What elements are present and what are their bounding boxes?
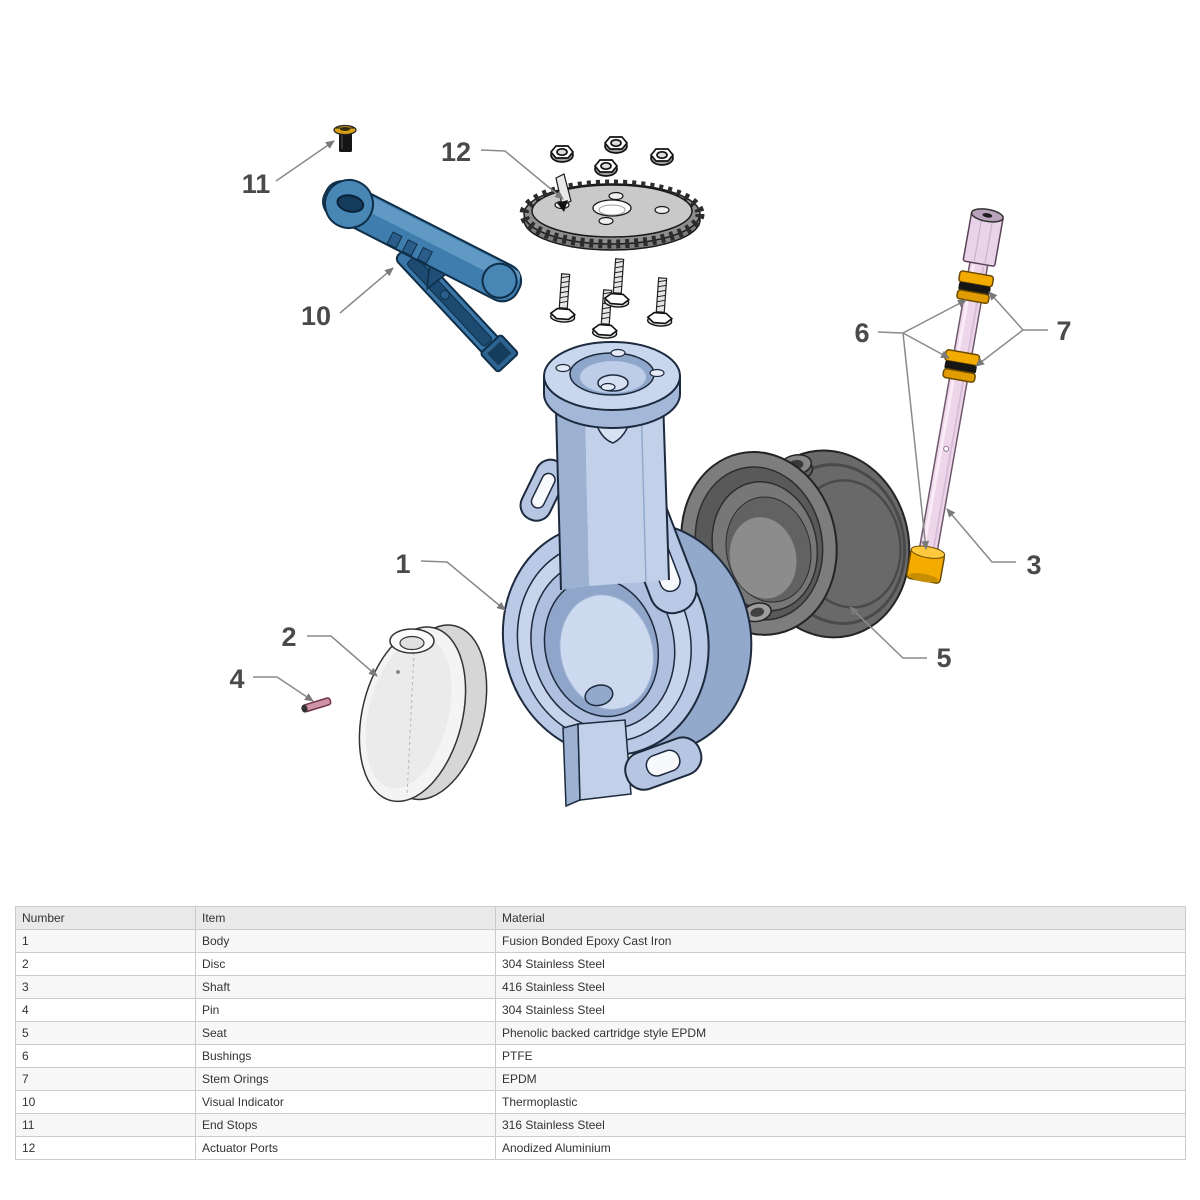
end-stop-screw-part (333, 124, 357, 152)
callout-label-11: 11 (242, 169, 271, 199)
callout-label-7: 7 (1056, 316, 1071, 346)
callout-line-6b (902, 332, 950, 359)
callout-labels: 1 2 3 4 5 6 7 10 11 12 (229, 137, 1071, 694)
cell-item: Disc (195, 952, 496, 976)
table-row: 12 Actuator Ports Anodized Aluminium (15, 1136, 1186, 1160)
callout-line-1 (420, 560, 506, 611)
col-header-material: Material (495, 906, 1186, 930)
callout-line-2 (307, 635, 378, 677)
callout-label-10: 10 (301, 301, 331, 331)
cell-item: End Stops (195, 1113, 496, 1137)
cell-item: Seat (195, 1021, 496, 1045)
callout-label-2: 2 (281, 622, 296, 652)
cell-item: Visual Indicator (195, 1090, 496, 1114)
table-row: 4 Pin 304 Stainless Steel (15, 998, 1186, 1022)
pin-part (301, 697, 332, 713)
callout-label-12: 12 (441, 137, 471, 167)
cell-item: Stem Orings (195, 1067, 496, 1091)
callout-label-5: 5 (936, 643, 951, 673)
cell-number: 11 (15, 1113, 196, 1137)
callout-line-6c (902, 332, 930, 550)
visual-indicator-handle-part (322, 179, 523, 373)
hex-nuts-part (549, 136, 675, 177)
cell-material: PTFE (495, 1044, 1186, 1068)
cell-number: 12 (15, 1136, 196, 1160)
col-header-item: Item (195, 906, 496, 930)
callout-line-3 (946, 508, 1016, 563)
parts-table: Number Item Material 1 Body Fusion Bonde… (15, 906, 1186, 1160)
bushing-upper-part (956, 270, 995, 305)
col-header-number: Number (15, 906, 196, 930)
cell-item: Body (195, 929, 496, 953)
cell-material: 304 Stainless Steel (495, 952, 1186, 976)
callout-line-4 (253, 676, 314, 702)
exploded-view-diagram: 1 2 3 4 5 6 7 10 11 12 (229, 124, 1072, 808)
callout-label-4: 4 (229, 664, 244, 694)
cell-number: 10 (15, 1090, 196, 1114)
table-row: 1 Body Fusion Bonded Epoxy Cast Iron (15, 929, 1186, 953)
callout-line-7b (975, 329, 1024, 367)
cell-material: Anodized Aluminium (495, 1136, 1186, 1160)
disc-part (358, 624, 488, 803)
table-row: 10 Visual Indicator Thermoplastic (15, 1090, 1186, 1114)
cell-material: 416 Stainless Steel (495, 975, 1186, 999)
cell-number: 4 (15, 998, 196, 1022)
cell-material: EPDM (495, 1067, 1186, 1091)
cell-material: Fusion Bonded Epoxy Cast Iron (495, 929, 1186, 953)
shaft-end-cap-part (906, 545, 946, 584)
cell-number: 5 (15, 1021, 196, 1045)
cell-number: 7 (15, 1067, 196, 1091)
callout-line-6a (877, 299, 967, 334)
cell-number: 3 (15, 975, 196, 999)
table-row: 2 Disc 304 Stainless Steel (15, 952, 1186, 976)
callout-line-11 (275, 140, 335, 182)
table-header-row: Number Item Material (15, 906, 1186, 930)
table-row: 11 End Stops 316 Stainless Steel (15, 1113, 1186, 1137)
table-row: 7 Stem Orings EPDM (15, 1067, 1186, 1091)
actuator-port-plate-part (519, 173, 705, 251)
table-row: 6 Bushings PTFE (15, 1044, 1186, 1068)
cell-material: Phenolic backed cartridge style EPDM (495, 1021, 1186, 1045)
cell-item: Shaft (195, 975, 496, 999)
table-row: 3 Shaft 416 Stainless Steel (15, 975, 1186, 999)
cell-item: Pin (195, 998, 496, 1022)
cell-number: 6 (15, 1044, 196, 1068)
callout-line-12 (480, 149, 564, 200)
flange-bolts-part (549, 258, 674, 339)
bushing-lower-part (942, 349, 981, 383)
cell-material: 304 Stainless Steel (495, 998, 1186, 1022)
cell-number: 2 (15, 952, 196, 976)
callout-label-6: 6 (854, 318, 869, 348)
callout-label-1: 1 (395, 549, 410, 579)
cell-item: Actuator Ports (195, 1136, 496, 1160)
callout-lines (253, 140, 1048, 702)
shaft-part (906, 208, 1004, 584)
cell-number: 1 (15, 929, 196, 953)
cell-material: 316 Stainless Steel (495, 1113, 1186, 1137)
table-row: 5 Seat Phenolic backed cartridge style E… (15, 1021, 1186, 1045)
callout-line-7a (988, 291, 1048, 331)
callout-line-5 (849, 606, 927, 659)
callout-line-10 (339, 267, 394, 314)
callout-label-3: 3 (1026, 550, 1041, 580)
valve-body-part (501, 341, 753, 808)
cell-item: Bushings (195, 1044, 496, 1068)
cell-material: Thermoplastic (495, 1090, 1186, 1114)
